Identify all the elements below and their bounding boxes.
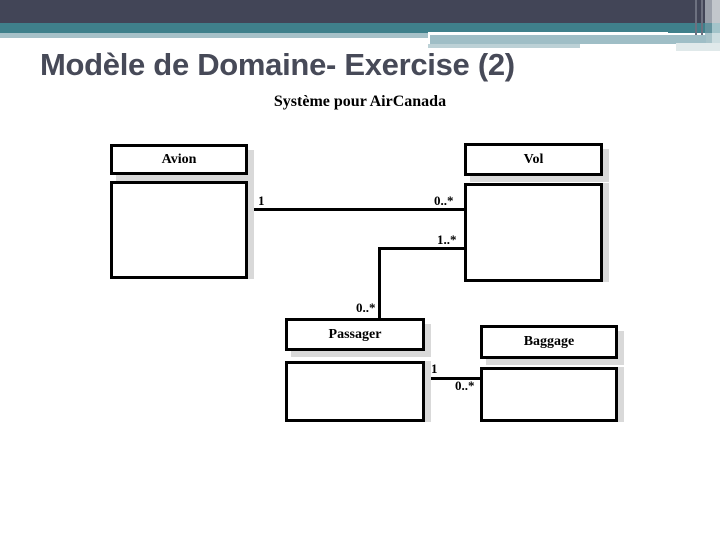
header-band-teal: [0, 23, 706, 33]
class-passager-name: Passager: [328, 326, 382, 342]
class-passager-attributes: [285, 361, 425, 422]
multiplicity-passager-baggage-near-baggage: 0..*: [455, 378, 475, 393]
header-navy-stripe-1: [695, 0, 697, 40]
multiplicity-avion-vol-near-avion: 1: [258, 193, 265, 208]
multiplicity-vol-passager-near-vol: 1..*: [437, 232, 457, 247]
header-right-bar-inner: [705, 0, 712, 46]
class-avion-attributes: [110, 181, 248, 279]
class-vol-name: Vol: [523, 151, 544, 167]
assoc-line-vol-passager-horizontal: [378, 247, 464, 250]
slide-subtitle: Système pour AirCanada: [273, 93, 447, 110]
class-baggage-attributes: [480, 367, 618, 422]
class-avion-header: Avion: [110, 144, 248, 175]
header-band-light-right: [430, 35, 706, 44]
header-band-tail: [428, 44, 580, 48]
assoc-line-vol-passager-vertical: [378, 247, 381, 321]
multiplicity-passager-baggage-near-passager: 1: [431, 361, 438, 376]
header-band-navy: [0, 0, 720, 23]
multiplicity-avion-vol-near-vol: 0..*: [434, 193, 454, 208]
class-vol-attributes: [464, 183, 603, 282]
assoc-line-avion-vol: [250, 208, 464, 211]
class-vol-header: Vol: [464, 143, 603, 176]
assoc-line-passager-baggage: [425, 377, 480, 380]
header-pale-block: [676, 43, 720, 51]
class-avion-name: Avion: [161, 151, 197, 167]
class-baggage-header: Baggage: [480, 325, 618, 359]
slide-title: Modèle de Domaine- Exercise (2): [40, 47, 515, 82]
header-navy-stripe-2: [701, 0, 703, 40]
header-white-line: [428, 32, 668, 35]
class-passager-header: Passager: [285, 318, 425, 351]
class-baggage-name: Baggage: [523, 334, 575, 349]
header-band-light-left: [0, 33, 428, 38]
header-right-bar-outer: [712, 0, 720, 46]
multiplicity-vol-passager-near-passager: 0..*: [356, 300, 376, 315]
